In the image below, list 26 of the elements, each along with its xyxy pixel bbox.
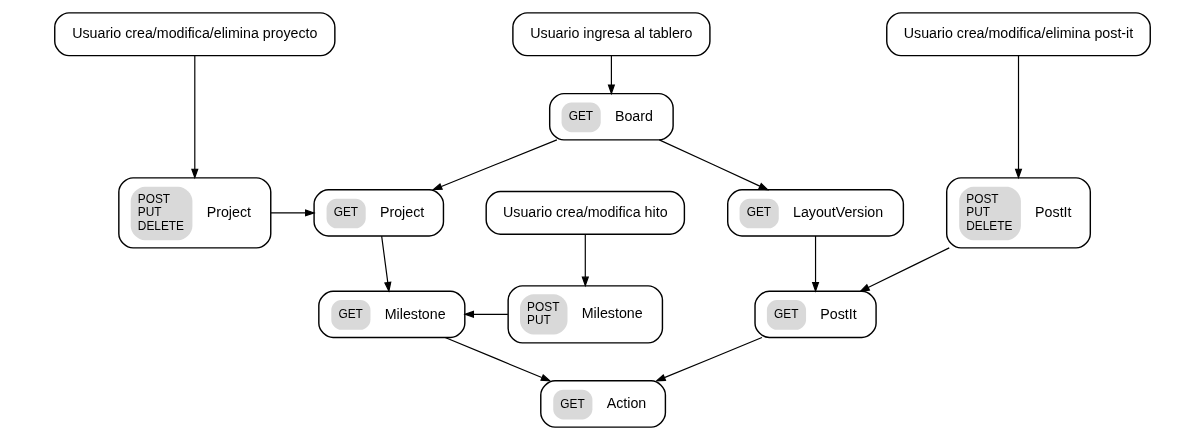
arrow [1014, 55, 1022, 180]
arrow [444, 336, 551, 382]
arrow [269, 209, 316, 217]
node-box: Usuario ingresa al tablero [511, 12, 711, 57]
node-box: GET Project [312, 189, 444, 237]
node-box: GET Board [548, 92, 674, 141]
node-box: GET LayoutVersion [726, 189, 904, 237]
arrow [858, 247, 950, 292]
arrow [811, 235, 819, 293]
arrow [190, 55, 199, 180]
arrow [607, 55, 615, 96]
node-box: Usuario crea/modifica hito [484, 190, 685, 235]
node-box: POST PUT DELETE Project [117, 177, 271, 249]
node-box: POST PUT Milestone [506, 285, 663, 344]
node-box: GET Action [539, 380, 666, 428]
arrow [431, 139, 557, 191]
node-box: GET Milestone [317, 290, 466, 339]
node-box: Usuario crea/modifica/elimina proyecto [53, 12, 336, 57]
arrow [581, 234, 589, 288]
arrow [380, 235, 391, 293]
node-box: GET PostIt [753, 290, 877, 339]
arrow [658, 139, 769, 191]
arrow [654, 336, 763, 382]
arrow [462, 310, 508, 319]
node-box: Usuario crea/modifica/elimina post-it [885, 12, 1151, 57]
node-box: POST PUT DELETE PostIt [945, 177, 1091, 249]
